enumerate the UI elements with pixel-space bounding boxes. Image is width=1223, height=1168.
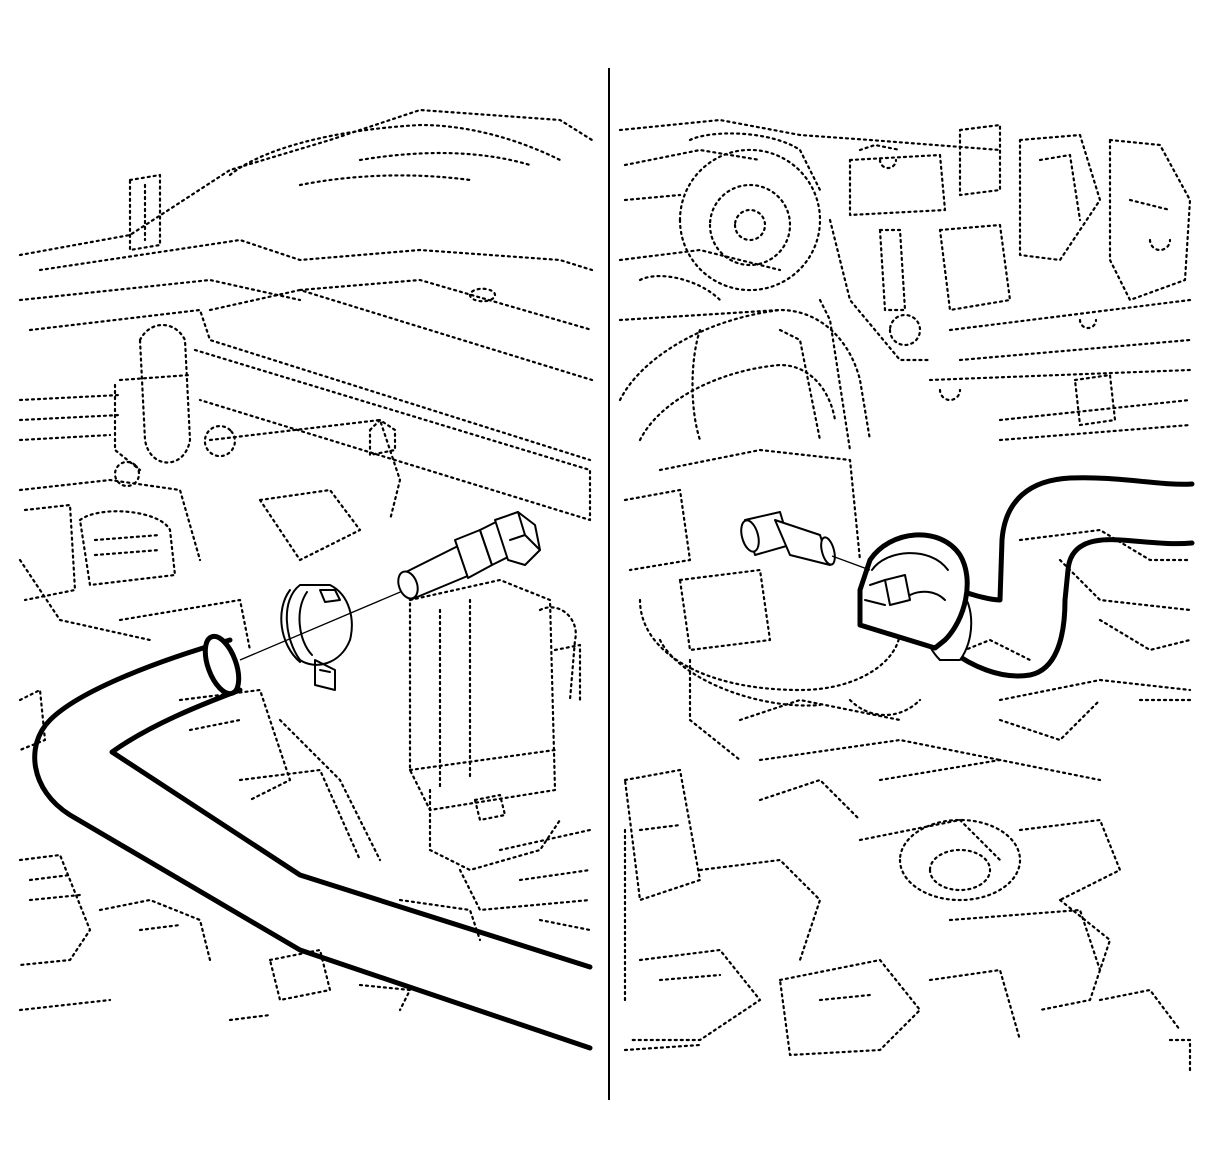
installed-hose-clamp (857, 532, 970, 651)
hose-clamp (280, 584, 353, 691)
right-coolant-pipe (740, 511, 871, 571)
coolant-pipe-fitting (397, 511, 541, 601)
left-engine-background (18, 108, 594, 1022)
right-engine-background (618, 118, 1192, 1072)
left-heater-hose (32, 633, 593, 1051)
alignment-line (239, 589, 406, 661)
